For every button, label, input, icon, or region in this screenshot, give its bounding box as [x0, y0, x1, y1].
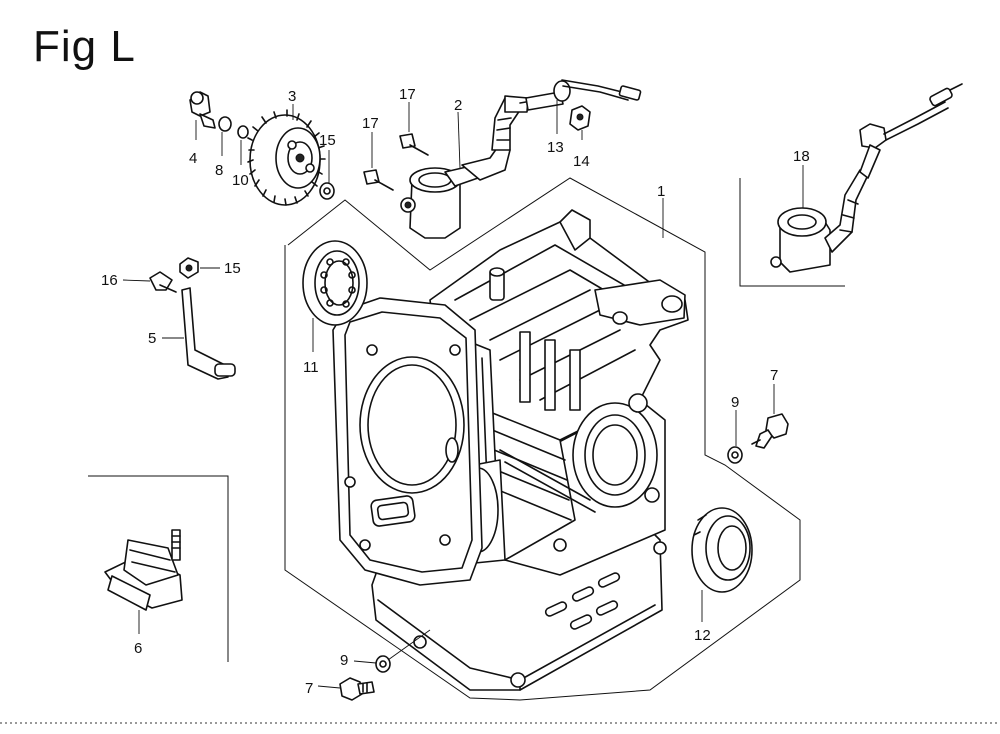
callout-13: 13 — [547, 139, 564, 156]
washer-8 — [218, 116, 232, 132]
sensor-18 — [770, 83, 963, 273]
callout-17-lower: 17 — [362, 115, 379, 132]
bearing-11 — [302, 240, 368, 326]
callout-2: 2 — [454, 97, 462, 114]
callout-9-bottom: 9 — [340, 652, 348, 669]
callout-11: 11 — [303, 359, 319, 376]
washer-9-bottom — [375, 655, 391, 673]
bolt-7-bottom — [339, 677, 375, 701]
bracket-6 — [104, 529, 183, 611]
nut-14 — [569, 105, 591, 131]
clip-16 — [149, 271, 177, 293]
group-boundary-part18 — [739, 178, 845, 287]
callout-14: 14 — [573, 153, 590, 170]
bolt-17-lower — [363, 169, 394, 191]
breather-assembly — [400, 79, 642, 239]
callout-3: 3 — [288, 88, 296, 105]
callout-17-upper: 17 — [399, 86, 416, 103]
callout-9-right: 9 — [731, 394, 739, 411]
callout-15-upper: 15 — [319, 132, 336, 149]
callout-4: 4 — [189, 150, 197, 167]
callout-8: 8 — [215, 162, 223, 179]
callout-18: 18 — [793, 148, 810, 165]
callout-12: 12 — [694, 627, 711, 644]
governor-gear — [247, 109, 326, 206]
callout-7-right: 7 — [770, 367, 778, 384]
leader-lines — [122, 100, 804, 689]
group-boundary-part6 — [88, 475, 229, 662]
group-boundary-crankcase — [284, 177, 801, 701]
callout-16: 16 — [101, 272, 118, 289]
bolt-17-upper — [399, 133, 429, 156]
callout-6: 6 — [134, 640, 142, 657]
crankcase — [332, 209, 689, 691]
callout-10: 10 — [232, 172, 249, 189]
callout-5: 5 — [148, 330, 156, 347]
callout-7-bottom: 7 — [305, 680, 313, 697]
washer-15-upper — [319, 182, 335, 200]
nut-15-lower — [179, 257, 199, 279]
governor-pin — [189, 91, 216, 129]
callout-1: 1 — [657, 183, 665, 200]
callout-15-lower: 15 — [224, 260, 241, 277]
bolt-7-right — [751, 413, 789, 449]
washer-9-right — [727, 446, 743, 464]
clip-10 — [237, 125, 249, 139]
figure-title: Fig L — [33, 22, 136, 71]
governor-arm-5 — [181, 287, 236, 380]
oil-seal-12 — [691, 507, 753, 593]
